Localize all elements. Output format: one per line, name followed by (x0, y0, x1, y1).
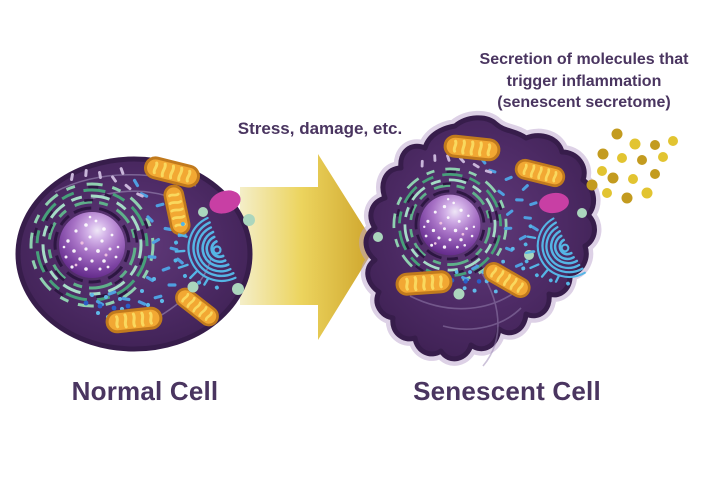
secretion-label: Secretion of molecules that trigger infl… (455, 49, 713, 114)
mitochondrion-icon (104, 305, 164, 335)
transition-arrow (240, 154, 376, 340)
mitochondrion-icon (394, 269, 454, 297)
secretion-label-line3: (senescent secretome) (497, 94, 671, 111)
normal-cell-label: Normal Cell (71, 376, 219, 406)
senescent-cell-label: Senescent Cell (413, 376, 601, 406)
secretome-dots-light (597, 136, 678, 199)
mitochondrion-icon (442, 133, 502, 163)
lysosome-icon (539, 192, 569, 214)
vesicles-group (187, 207, 255, 295)
secretion-label-line2: trigger inflammation (506, 72, 662, 90)
lysosome-icon (209, 190, 241, 214)
stress-arrow-label: Stress, damage, etc. (237, 119, 403, 138)
secretome-dots-dark (586, 128, 660, 204)
secretome-dots (586, 128, 678, 204)
senescent-cell (359, 110, 602, 367)
secretion-label-line1: Secretion of molecules that (479, 51, 689, 68)
normal-cell (11, 154, 255, 352)
